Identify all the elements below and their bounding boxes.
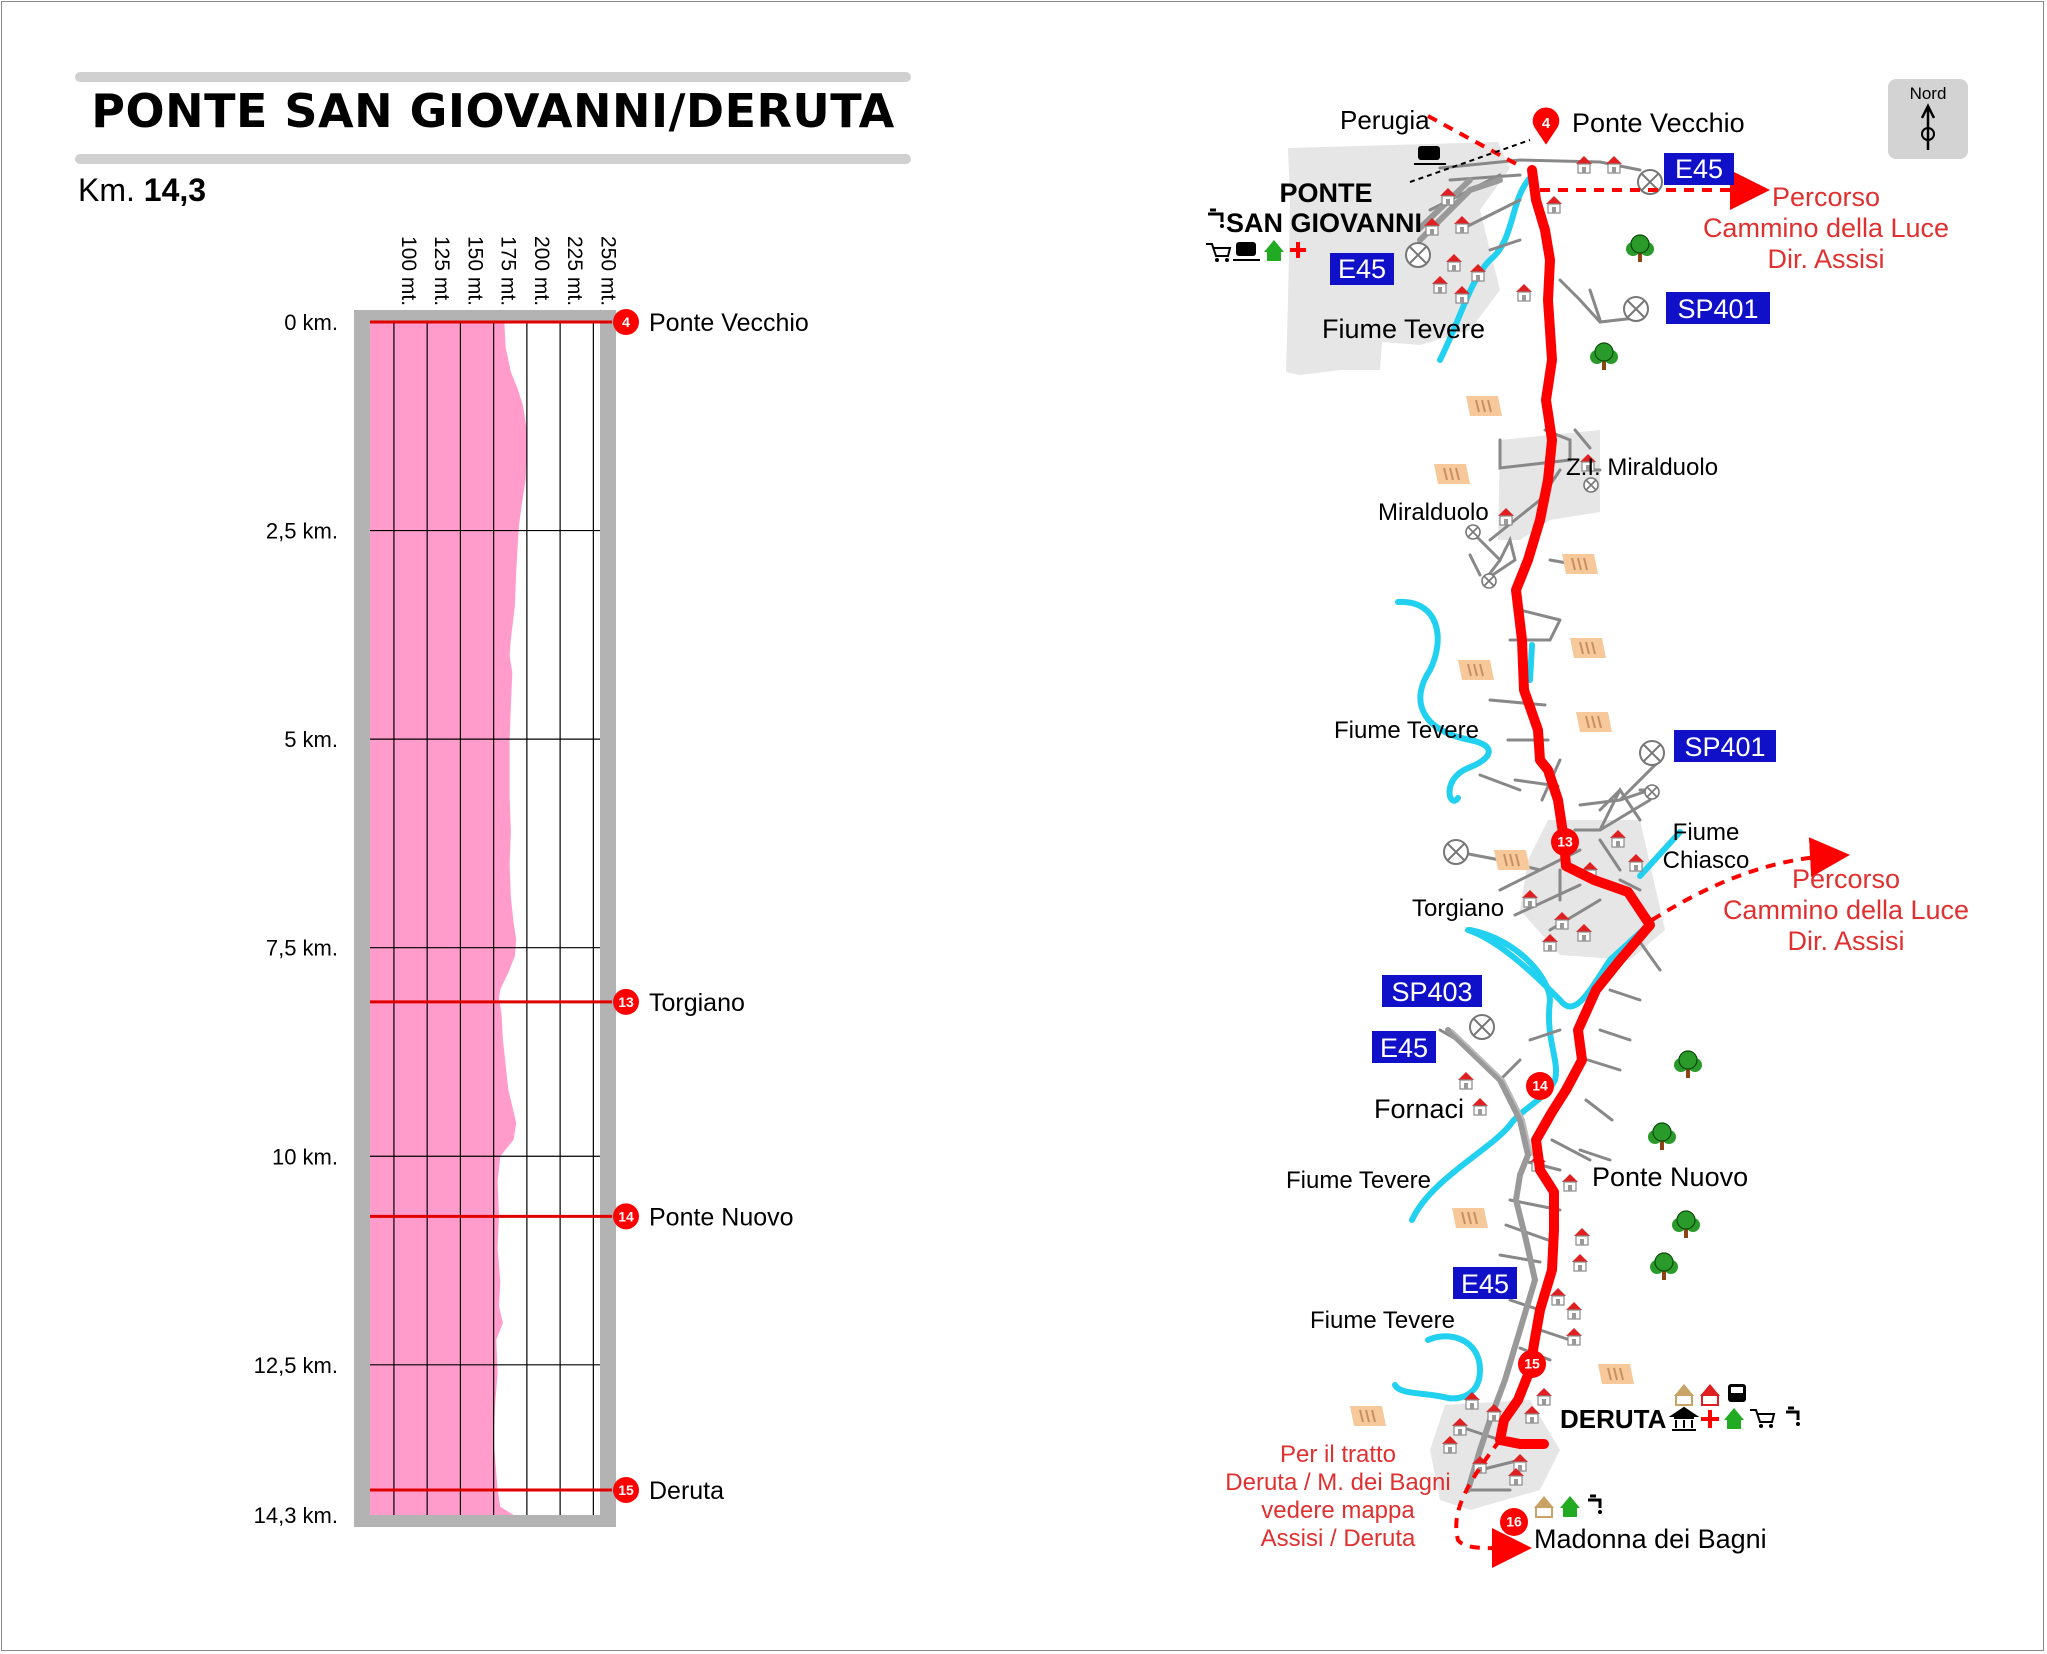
water-tap-icon: [1208, 208, 1224, 228]
church-icon: [1534, 1496, 1554, 1518]
water-tap-icon: [1588, 1494, 1602, 1514]
train-icon: [1233, 242, 1260, 261]
road-sign-e45-mid: E45: [1372, 1031, 1436, 1063]
label-torgiano: Torgiano: [1412, 895, 1504, 922]
road-sign-label: E45: [1380, 1033, 1428, 1063]
rail-line-dashed: [1409, 139, 1531, 183]
train-icon: [1414, 146, 1446, 165]
road-sign-sp403: SP403: [1382, 975, 1482, 1007]
label-perugia: Perugia: [1340, 105, 1430, 135]
marker-16-num: 16: [1506, 1514, 1522, 1530]
marker-14: 14: [1526, 1072, 1554, 1100]
road-sign-label: SP401: [1684, 732, 1765, 762]
route-notes: Percorso Cammino della Luce Dir. Assisi …: [1225, 182, 1969, 1552]
label-chiasco-1: Fiume: [1673, 819, 1740, 846]
house-icon: [1700, 1384, 1720, 1406]
marker-16: 16: [1500, 1508, 1528, 1536]
label-tevere-1: Fiume Tevere: [1322, 314, 1485, 344]
road-sign-label: E45: [1461, 1269, 1509, 1299]
label-fornaci: Fornaci: [1374, 1094, 1464, 1124]
madonna-services-icons: [1534, 1494, 1602, 1518]
hostel-icon: [1560, 1496, 1580, 1517]
note-percorso-mid-2: Cammino della Luce: [1723, 895, 1969, 925]
hostel-icon: [1264, 240, 1284, 261]
church-icon: [1674, 1384, 1694, 1406]
water-tap-icon: [1786, 1406, 1800, 1426]
note-deruta-4: Assisi / Deruta: [1261, 1525, 1416, 1552]
label-tevere-4: Fiume Tevere: [1310, 1307, 1455, 1334]
museum-icon: [1668, 1406, 1700, 1431]
bus-icon: [1728, 1384, 1746, 1402]
road-sign-label: E45: [1338, 254, 1386, 284]
north-arrow-icon: Nord: [1888, 79, 1968, 159]
marker-15-num: 15: [1524, 1356, 1540, 1372]
distance-value: 14,3: [143, 172, 207, 208]
page-title: PONTE SAN GIOVANNI/DERUTA: [91, 84, 895, 138]
label-ponte-nuovo: Ponte Nuovo: [1592, 1162, 1748, 1192]
distance-prefix: Km.: [78, 172, 135, 208]
marker-4: 4: [1531, 106, 1561, 148]
note-percorso-mid-3: Dir. Assisi: [1787, 926, 1904, 956]
label-miralduolo: Miralduolo: [1378, 499, 1489, 526]
first-aid-icon: [1290, 242, 1306, 258]
route-connector-dashed: [1427, 114, 1850, 1569]
road-sign-sp401-mid: SP401: [1674, 730, 1776, 762]
route-line: [1495, 165, 1655, 1449]
shopping-cart-icon: [1750, 1409, 1776, 1428]
label-zi-miralduolo: Z.I. Miralduolo: [1566, 454, 1718, 481]
note-deruta-1: Per il tratto: [1280, 1441, 1396, 1468]
marker-15: 15: [1518, 1350, 1546, 1378]
first-aid-icon: [1701, 1410, 1719, 1428]
marker-13-num: 13: [1557, 834, 1573, 850]
label-deruta: DERUTA: [1560, 1404, 1667, 1434]
north-label: Nord: [1910, 84, 1947, 103]
title-top-bar: [75, 72, 911, 82]
label-ponte-vecchio: Ponte Vecchio: [1572, 108, 1745, 138]
road-sign-e45-bottom: E45: [1453, 1267, 1517, 1299]
hostel-icon: [1724, 1408, 1744, 1429]
psg-services-icons: [1206, 146, 1446, 262]
label-chiasco-2: Chiasco: [1663, 847, 1750, 874]
road-sign-label: SP401: [1677, 294, 1758, 324]
river-tevere: [1392, 175, 1683, 1402]
note-deruta-2: Deruta / M. dei Bagni: [1225, 1469, 1450, 1496]
note-percorso-top-2: Cammino della Luce: [1703, 213, 1949, 243]
title-bottom-bar: [75, 154, 911, 164]
note-percorso-top-1: Percorso: [1772, 182, 1880, 212]
note-percorso-top-3: Dir. Assisi: [1767, 244, 1884, 274]
label-tevere-2: Fiume Tevere: [1334, 717, 1479, 744]
label-city-ponte: PONTE: [1279, 178, 1372, 208]
marker-13: 13: [1551, 828, 1579, 856]
label-city-san-giovanni: SAN GIOVANNI: [1226, 208, 1422, 238]
note-deruta-3: vedere mappa: [1261, 1497, 1415, 1524]
road-sign-e45-left: E45: [1330, 253, 1394, 285]
road-sign-sp401-top: SP401: [1666, 292, 1770, 324]
note-percorso-mid-1: Percorso: [1792, 864, 1900, 894]
road-sign-e45-top: E45: [1664, 153, 1734, 185]
shopping-cart-icon: [1206, 243, 1232, 262]
map-labels: Perugia Ponte Vecchio PONTE SAN GIOVANNI…: [1226, 105, 1767, 1554]
label-tevere-3: Fiume Tevere: [1286, 1167, 1431, 1194]
road-sign-label: E45: [1675, 154, 1723, 184]
marker-4-num: 4: [1542, 115, 1551, 132]
marker-14-num: 14: [1532, 1078, 1548, 1094]
label-madonna: Madonna dei Bagni: [1534, 1524, 1767, 1554]
total-distance: Km. 14,3: [78, 172, 206, 209]
deruta-services-icons: [1668, 1384, 1800, 1431]
road-sign-label: SP403: [1391, 977, 1472, 1007]
